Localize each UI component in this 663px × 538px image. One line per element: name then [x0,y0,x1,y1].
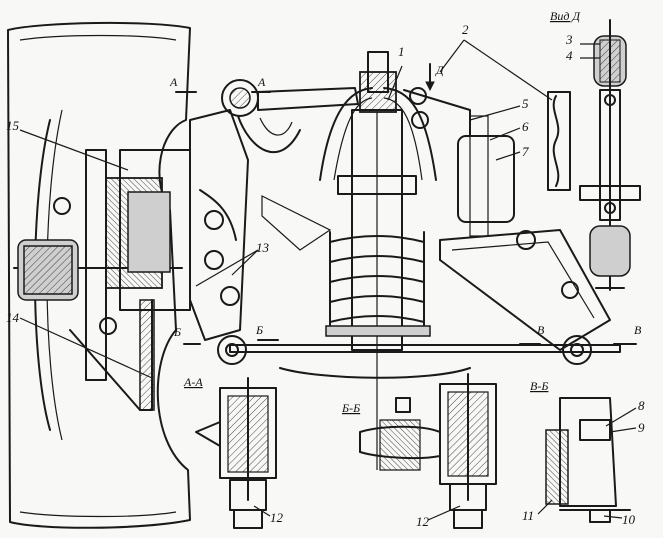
lower-arm [217,195,621,379]
leader-lines [19,39,637,521]
cut-mark-d: Д [435,63,445,77]
callout-3: 3 [565,32,573,47]
callout-9: 9 [638,420,645,435]
section-b-b-title: Б-Б [341,401,360,415]
callout-5: 5 [522,96,529,111]
cut-mark-a-right: А [257,75,266,89]
callout-6: 6 [522,119,529,134]
cut-mark-v-left: В [537,323,545,337]
cut-mark-a-left: А [169,75,178,89]
cut-mark-v-right: В [634,323,642,337]
view-title: Вид Д [550,9,581,23]
section-v-b [545,397,631,523]
callout-11: 11 [522,508,534,523]
stabilizer-bracket [403,87,571,237]
callout-15: 15 [6,118,20,133]
callout-10: 10 [622,512,636,527]
callout-12-right: 12 [416,514,430,529]
cut-mark-b-left: Б [173,325,181,339]
callout-1: 1 [398,44,405,59]
callout-4: 4 [566,48,573,63]
section-12 [439,373,497,529]
callout-12-left: 12 [270,510,284,525]
section-b-b [359,397,441,471]
callout-13: 13 [256,240,270,255]
knuckle-and-upper-arm [189,79,359,341]
callout-7: 7 [522,144,529,159]
view-d-link [579,19,641,291]
callout-14: 14 [6,310,20,325]
labels: Вид Д А-А Б-Б В-Б А А Д Б Б В В 1 2 3 4 … [6,9,645,529]
cut-mark-b-right: Б [255,323,263,337]
strut-assembly [319,51,437,470]
section-a-a-title: А-А [183,375,203,389]
hub-and-brake [17,149,191,411]
callout-2: 2 [462,22,469,37]
section-a-a [195,377,277,529]
cut-lines [175,63,637,345]
section-v-b-title: В-Б [530,379,548,393]
callout-8: 8 [638,398,645,413]
